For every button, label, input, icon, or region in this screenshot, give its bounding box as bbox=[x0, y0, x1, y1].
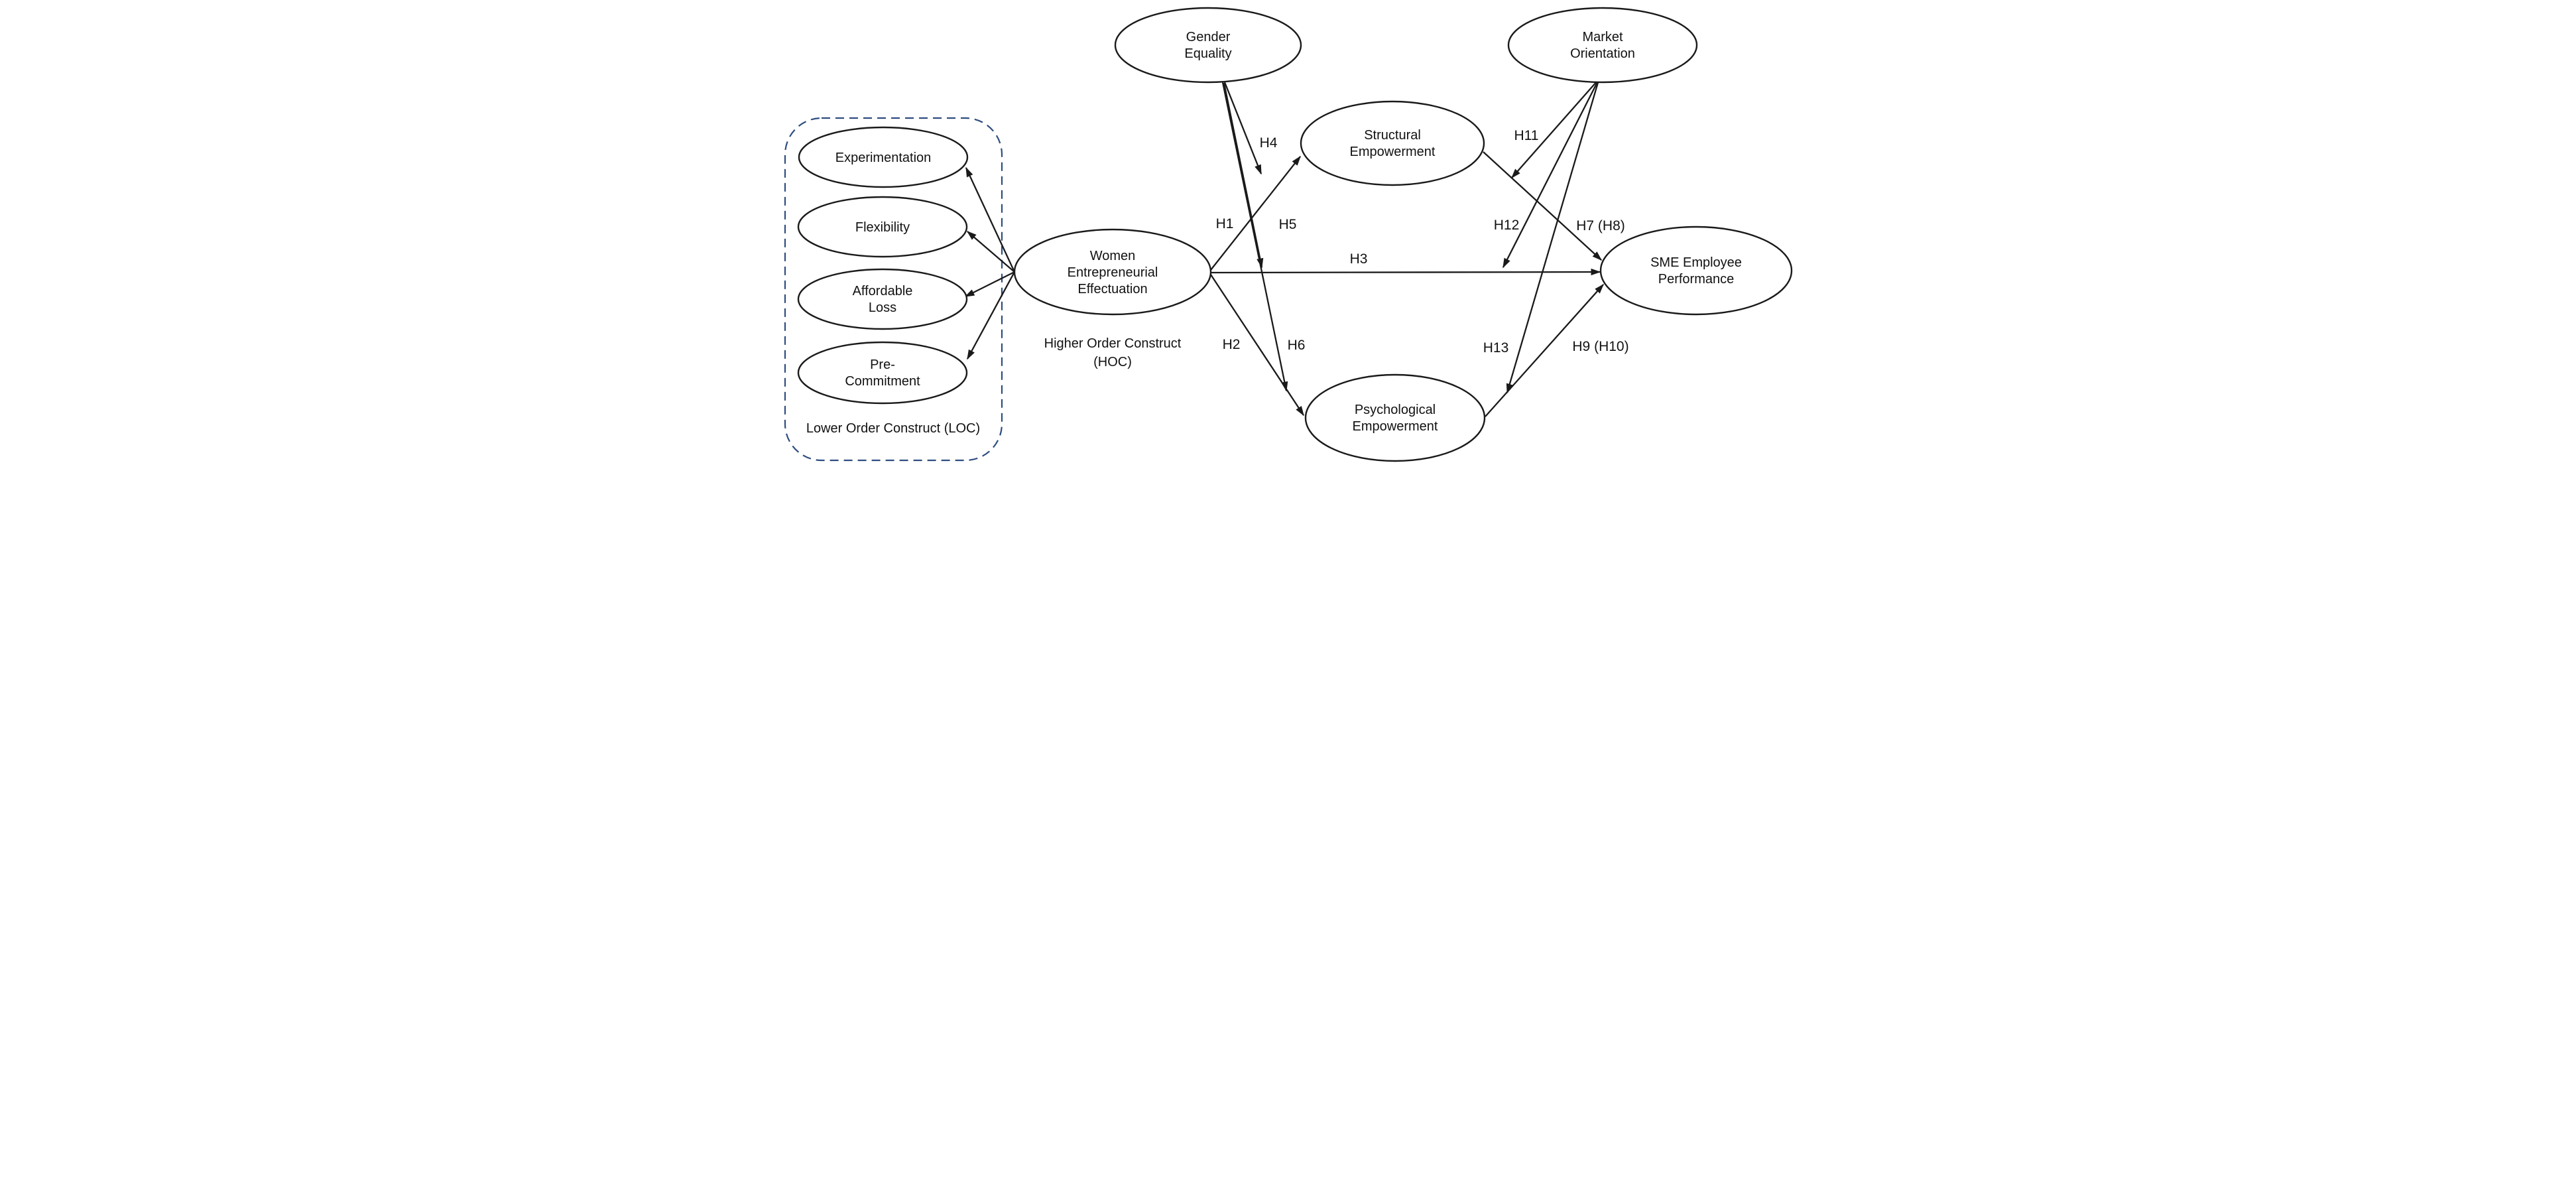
arrow-wee-affordable-loss bbox=[964, 271, 1015, 298]
hoc-caption-line1: Higher Order Construct bbox=[1044, 336, 1181, 351]
node-women-entrepreneurial-effectuation: Women Entrepreneurial Effectuation bbox=[1013, 228, 1211, 316]
hypothesis-label-h1: H1 bbox=[1215, 216, 1233, 231]
hypothesis-label-h3: H3 bbox=[1349, 251, 1367, 267]
node-label-affordable-loss-line2: Loss bbox=[868, 300, 896, 315]
arrow-h5 bbox=[1223, 82, 1263, 269]
hoc-caption-line2: (HOC) bbox=[1093, 355, 1132, 369]
node-label-gender-equality-line2: Equality bbox=[1184, 46, 1231, 61]
hypothesis-label-h12: H12 bbox=[1493, 218, 1519, 233]
node-psychological-empowerment: Psychological Empowerment bbox=[1304, 373, 1485, 462]
node-label-market-orientation-line1: Market bbox=[1582, 30, 1623, 44]
node-label-sme-performance-line1: SME Employee bbox=[1650, 255, 1742, 270]
research-model-diagram: Experimentation Flexibility Affordable L… bbox=[784, 7, 1792, 462]
node-structural-empowerment: Structural Empowerment bbox=[1300, 100, 1485, 186]
loc-caption: Lower Order Construct (LOC) bbox=[806, 421, 979, 436]
arrow-h6 bbox=[1221, 82, 1288, 392]
node-experimentation: Experimentation bbox=[798, 126, 968, 188]
hypothesis-label-h6: H6 bbox=[1287, 338, 1305, 353]
hypothesis-label-h5: H5 bbox=[1278, 217, 1296, 232]
arrow-h3 bbox=[1211, 268, 1601, 276]
hypothesis-label-h2: H2 bbox=[1222, 337, 1240, 352]
diagram-stage: Experimentation Flexibility Affordable L… bbox=[772, 0, 1804, 472]
arrow-wee-flexibility bbox=[966, 231, 1015, 273]
affordable-loss-ellipse bbox=[797, 268, 967, 330]
psychological-empowerment-ellipse bbox=[1304, 373, 1485, 462]
node-label-flexibility: Flexibility bbox=[855, 220, 909, 235]
hypothesis-label-h9-h10: H9 (H10) bbox=[1572, 339, 1628, 354]
structural-empowerment-ellipse bbox=[1300, 100, 1485, 186]
hypothesis-label-h11: H11 bbox=[1514, 128, 1538, 143]
node-label-sme-performance-line2: Performance bbox=[1658, 272, 1734, 287]
node-market-orientation: Market Orientation bbox=[1507, 7, 1697, 84]
arrow-wee-experimentation bbox=[965, 166, 1015, 273]
flexibility-ellipse bbox=[797, 196, 967, 258]
sme-employee-performance-ellipse bbox=[1599, 226, 1792, 316]
node-label-wee-line1: Women bbox=[1089, 249, 1135, 263]
arrow-h11 bbox=[1510, 80, 1598, 179]
node-gender-equality: Gender Equality bbox=[1114, 7, 1302, 84]
node-sme-employee-performance: SME Employee Performance bbox=[1599, 226, 1792, 316]
arrow-h4 bbox=[1223, 82, 1262, 175]
arrow-h7-h8 bbox=[1482, 151, 1602, 261]
arrow-h12 bbox=[1502, 80, 1599, 269]
pre-commitment-ellipse bbox=[797, 341, 967, 405]
experimentation-ellipse bbox=[798, 126, 968, 188]
node-label-psychological-empowerment-line2: Empowerment bbox=[1352, 419, 1438, 434]
node-flexibility: Flexibility bbox=[797, 196, 967, 258]
node-label-wee-line2: Entrepreneurial bbox=[1067, 265, 1158, 280]
arrow-wee-pre-commitment bbox=[966, 271, 1015, 360]
node-label-market-orientation-line2: Orientation bbox=[1570, 46, 1635, 61]
node-label-gender-equality-line1: Gender bbox=[1186, 30, 1230, 44]
gender-equality-ellipse bbox=[1114, 7, 1302, 84]
node-pre-commitment: Pre- Commitment bbox=[797, 341, 967, 405]
arrow-h1 bbox=[1209, 155, 1301, 271]
node-label-affordable-loss-line1: Affordable bbox=[852, 284, 912, 298]
hypothesis-label-h4: H4 bbox=[1259, 135, 1277, 151]
node-label-pre-commitment-line1: Pre- bbox=[870, 358, 895, 372]
hypothesis-label-h13: H13 bbox=[1483, 340, 1508, 356]
arrow-h2 bbox=[1209, 274, 1304, 417]
arrow-h9-h10 bbox=[1484, 283, 1604, 417]
node-label-experimentation: Experimentation bbox=[835, 151, 931, 165]
wee-ellipse bbox=[1013, 228, 1211, 316]
node-label-structural-empowerment-line1: Structural bbox=[1364, 128, 1421, 143]
market-orientation-ellipse bbox=[1507, 7, 1697, 84]
node-affordable-loss: Affordable Loss bbox=[797, 268, 967, 330]
arrow-h13 bbox=[1506, 80, 1599, 394]
node-label-wee-line3: Effectuation bbox=[1077, 282, 1147, 296]
loc-dashed-box bbox=[784, 117, 1003, 462]
node-label-psychological-empowerment-line1: Psychological bbox=[1354, 403, 1435, 417]
node-label-pre-commitment-line2: Commitment bbox=[845, 374, 920, 389]
hypothesis-label-h7-h8: H7 (H8) bbox=[1576, 218, 1625, 233]
node-label-structural-empowerment-line2: Empowerment bbox=[1349, 145, 1435, 159]
